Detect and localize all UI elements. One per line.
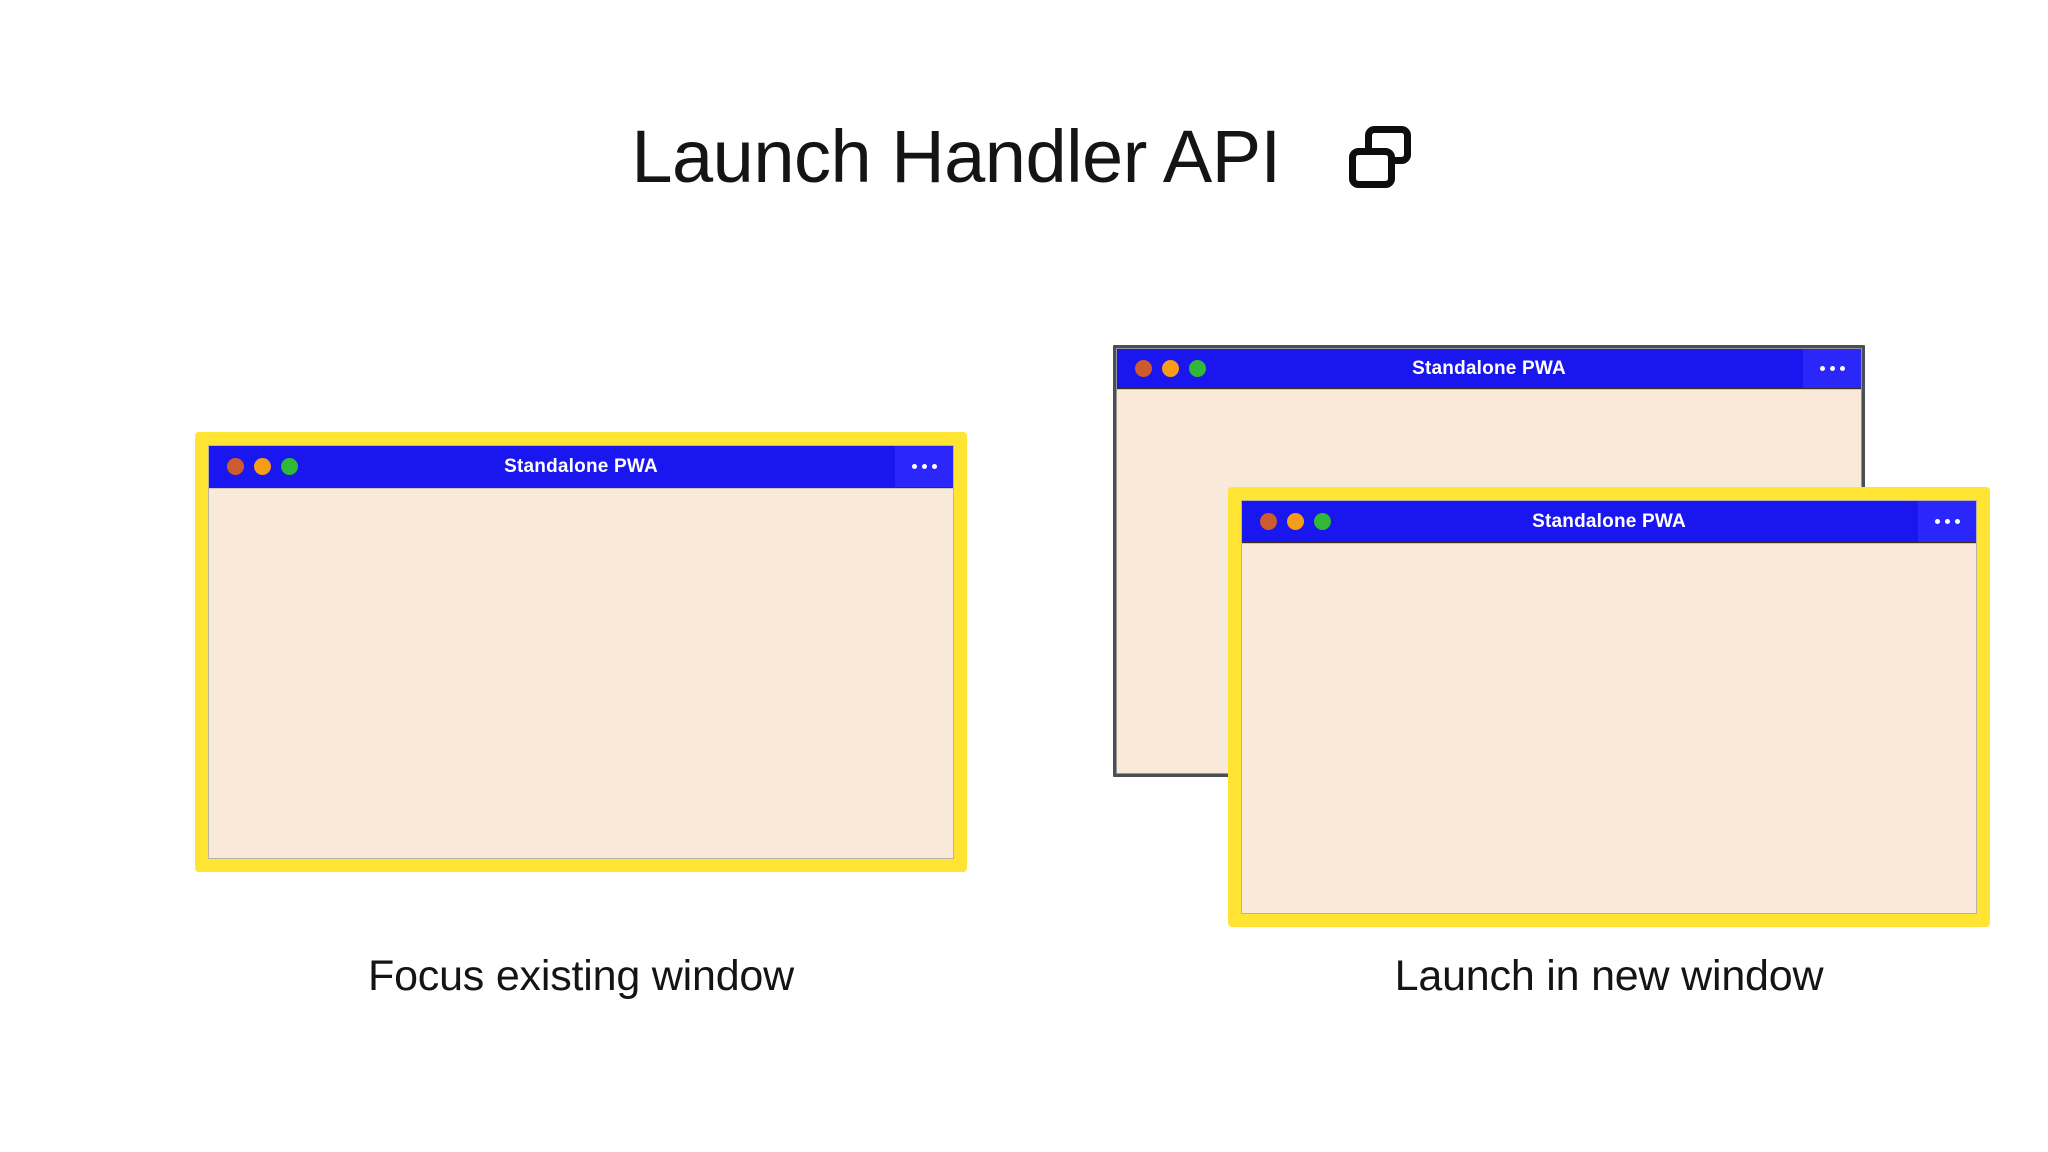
window-titlebar[interactable]: Standalone PWA [1242, 501, 1976, 543]
window-title: Standalone PWA [504, 455, 658, 477]
window-new-front[interactable]: Standalone PWA [1228, 487, 1990, 927]
two-overlapping-windows-icon [1348, 126, 1411, 188]
title-row: Launch Handler API [0, 120, 2048, 194]
overflow-menu-icon[interactable] [1918, 501, 1976, 542]
window-inner: Standalone PWA [208, 445, 954, 859]
menu-dot [1839, 366, 1845, 371]
maximize-button-icon[interactable] [281, 458, 298, 475]
menu-dot [1819, 366, 1825, 371]
menu-dot [1954, 519, 1960, 524]
window-titlebar[interactable]: Standalone PWA [209, 446, 953, 488]
traffic-lights [1242, 513, 1331, 530]
menu-dot [1944, 519, 1950, 524]
close-button-icon[interactable] [1260, 513, 1277, 530]
caption-launch-in-new-window: Launch in new window [1394, 952, 1824, 1000]
overflow-menu-icon[interactable] [895, 446, 953, 487]
minimize-button-icon[interactable] [254, 458, 271, 475]
window-content-area[interactable] [1242, 543, 1976, 913]
menu-dot [1934, 519, 1940, 524]
window-title: Standalone PWA [1412, 357, 1566, 379]
window-titlebar[interactable]: Standalone PWA [1117, 349, 1861, 389]
window-focus-existing[interactable]: Standalone PWA [195, 432, 967, 872]
window-title: Standalone PWA [1532, 510, 1686, 532]
maximize-button-icon[interactable] [1189, 360, 1206, 377]
window-inner: Standalone PWA [1241, 500, 1977, 914]
minimize-button-icon[interactable] [1162, 360, 1179, 377]
traffic-lights [1117, 360, 1206, 377]
menu-dot [911, 464, 917, 469]
maximize-button-icon[interactable] [1314, 513, 1331, 530]
menu-dot [931, 464, 937, 469]
traffic-lights [209, 458, 298, 475]
close-button-icon[interactable] [227, 458, 244, 475]
close-button-icon[interactable] [1135, 360, 1152, 377]
menu-dot [921, 464, 927, 469]
menu-dot [1829, 366, 1835, 371]
window-content-area[interactable] [209, 488, 953, 858]
minimize-button-icon[interactable] [1287, 513, 1304, 530]
page-title: Launch Handler API [631, 115, 1281, 198]
caption-focus-existing-window: Focus existing window [368, 952, 794, 1000]
overflow-menu-icon[interactable] [1803, 349, 1861, 388]
